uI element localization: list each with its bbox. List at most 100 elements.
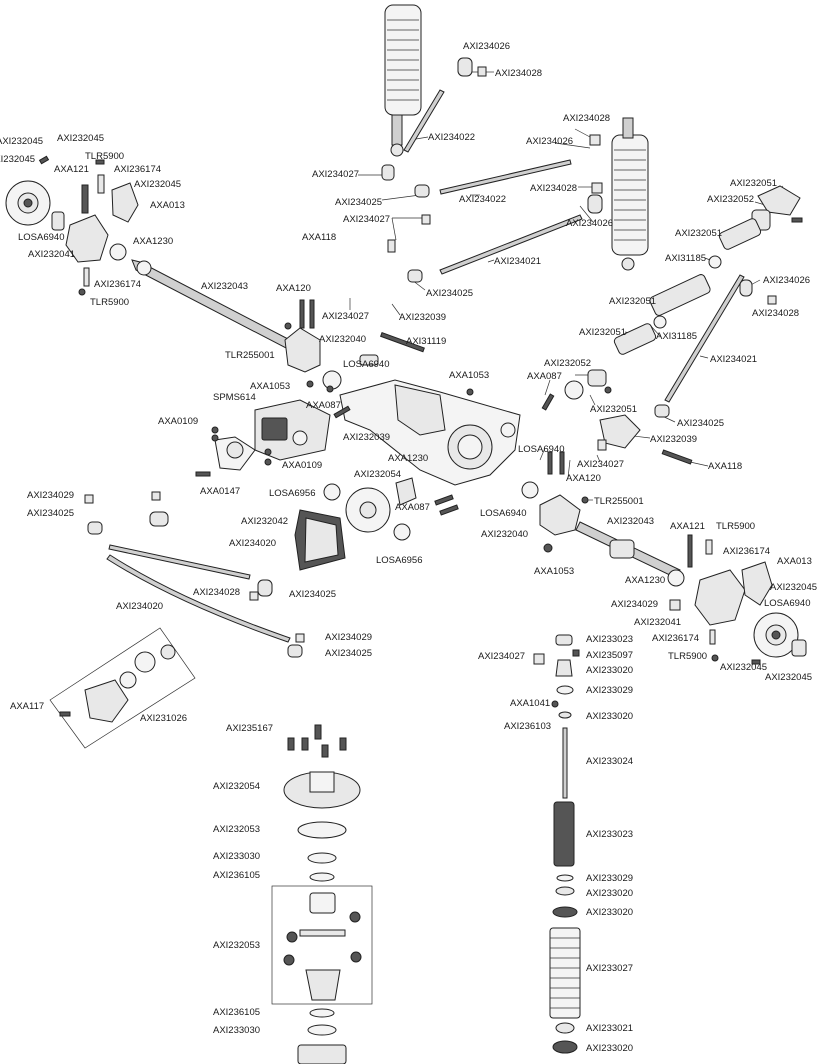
label-axi232054: AXI232054 — [354, 469, 401, 480]
label-axa087: AXA087 — [527, 371, 562, 382]
label-axi234026: AXI234026 — [463, 41, 510, 52]
link-rods — [84, 57, 777, 658]
label-axi233021: AXI233021 — [586, 1023, 633, 1034]
label-axi232053: AXI232053 — [213, 824, 260, 835]
label-axi234025: AXI234025 — [335, 197, 382, 208]
label-axi236105: AXI236105 — [213, 1007, 260, 1018]
label-axi234028: AXI234028 — [563, 113, 610, 124]
label-axi233030: AXI233030 — [213, 851, 260, 862]
right-drive-group — [541, 185, 803, 504]
bearing-kit-box — [49, 627, 196, 749]
label-axi233023: AXI233023 — [586, 829, 633, 840]
label-axi233020: AXI233020 — [586, 665, 633, 676]
label-axi234027: AXI234027 — [478, 651, 525, 662]
label-axi232051: AXI232051 — [579, 327, 626, 338]
label-axi232045: AXI232045 — [770, 582, 817, 593]
label-axi234025: AXI234025 — [677, 418, 724, 429]
label-axi232051: AXI232051 — [730, 178, 777, 189]
label-tlr5900: TLR5900 — [668, 651, 707, 662]
label-axi232040: AXI232040 — [319, 334, 366, 345]
label-axi234027: AXI234027 — [577, 459, 624, 470]
diff-gear-assembly — [294, 477, 459, 571]
label-axi235097: AXI235097 — [586, 650, 633, 661]
label-tlr255001: TLR255001 — [594, 496, 644, 507]
label-axi233020: AXI233020 — [586, 888, 633, 899]
left-knuckle-group — [5, 155, 139, 296]
label-axi234028: AXI234028 — [193, 587, 240, 598]
label-axa1053: AXA1053 — [449, 370, 489, 381]
label-axi234026: AXI234026 — [763, 275, 810, 286]
label-axi232039: AXI232039 — [399, 312, 446, 323]
label-axi236174: AXI236174 — [652, 633, 699, 644]
label-axi234026: AXI234026 — [526, 136, 573, 147]
label-axi234025: AXI234025 — [27, 508, 74, 519]
right-c-hub-axle — [539, 494, 807, 665]
label-axa013: AXA013 — [150, 200, 185, 211]
label-axa1041: AXA1041 — [510, 698, 550, 709]
label-axi233029: AXI233029 — [586, 873, 633, 884]
label-axi234028: AXI234028 — [530, 183, 577, 194]
label-axi232040: AXI232040 — [481, 529, 528, 540]
label-axa121: AXA121 — [670, 521, 705, 532]
label-axa121: AXA121 — [54, 164, 89, 175]
shock-left — [384, 4, 422, 157]
label-losa6940: LOSA6940 — [480, 508, 526, 519]
label-axi233020: AXI233020 — [586, 1043, 633, 1054]
label-axi232054: AXI232054 — [213, 781, 260, 792]
label-axi234029: AXI234029 — [611, 599, 658, 610]
label-axi234025: AXI234025 — [325, 648, 372, 659]
label-losa6956: LOSA6956 — [269, 488, 315, 499]
label-axi234027: AXI234027 — [312, 169, 359, 180]
label-axi233027: AXI233027 — [586, 963, 633, 974]
label-axa0147: AXA0147 — [200, 486, 240, 497]
label-axi232045: AXI232045 — [0, 136, 43, 147]
label-axa1230: AXA1230 — [388, 453, 428, 464]
label-axi233030: AXI233030 — [213, 1025, 260, 1036]
diff-explode — [271, 724, 373, 1064]
label-axi233020: AXI233020 — [586, 907, 633, 918]
label-axi236174: AXI236174 — [94, 279, 141, 290]
shock-right — [611, 117, 649, 271]
label-axi31185: AXI31185 — [656, 331, 697, 342]
label-axa0109: AXA0109 — [158, 416, 198, 427]
label-axa1053: AXA1053 — [534, 566, 574, 577]
label-axi232043: AXI232043 — [201, 281, 248, 292]
label-axi232041: AXI232041 — [28, 249, 75, 260]
axle-housing — [306, 331, 539, 499]
label-axi232041: AXI232041 — [634, 617, 681, 628]
label-axa013: AXA013 — [777, 556, 812, 567]
label-axi232043: AXI232043 — [607, 516, 654, 527]
label-axi232045: AXI232045 — [720, 662, 767, 673]
label-axi232039: AXI232039 — [650, 434, 697, 445]
left-c-hub — [284, 299, 334, 393]
label-axi234025: AXI234025 — [426, 288, 473, 299]
label-axi234027: AXI234027 — [322, 311, 369, 322]
label-axa118: AXA118 — [302, 232, 336, 243]
label-axa120: AXA120 — [566, 473, 601, 484]
label-axi234029: AXI234029 — [27, 490, 74, 501]
label-axa1230: AXA1230 — [625, 575, 665, 586]
label-axa0109: AXA0109 — [282, 460, 322, 471]
label-axi236103: AXI236103 — [504, 721, 551, 732]
label-losa6940: LOSA6940 — [18, 232, 64, 243]
label-axi234028: AXI234028 — [752, 308, 799, 319]
label-axi232051: AXI232051 — [675, 228, 722, 239]
label-losa6940: LOSA6940 — [518, 444, 564, 455]
label-axi234022: AXI234022 — [428, 132, 475, 143]
label-axi236105: AXI236105 — [213, 870, 260, 881]
label-axi232051: AXI232051 — [590, 404, 637, 415]
label-axa1230: AXA1230 — [133, 236, 173, 247]
label-axi232053: AXI232053 — [213, 940, 260, 951]
label-axi233029: AXI233029 — [586, 685, 633, 696]
label-tlr5900: TLR5900 — [85, 151, 124, 162]
label-axi235167: AXI235167 — [226, 723, 273, 734]
label-axi234020: AXI234020 — [229, 538, 276, 549]
label-axi231026: AXI231026 — [140, 713, 187, 724]
servo — [195, 399, 351, 477]
label-axi232045: AXI232045 — [57, 133, 104, 144]
label-axi31119: AXI31119 — [406, 336, 446, 347]
label-axa117: AXA117 — [10, 701, 44, 712]
label-axi232039: AXI232039 — [343, 432, 390, 443]
left-axle-shaft — [131, 259, 291, 349]
label-losa6956: LOSA6956 — [376, 555, 422, 566]
